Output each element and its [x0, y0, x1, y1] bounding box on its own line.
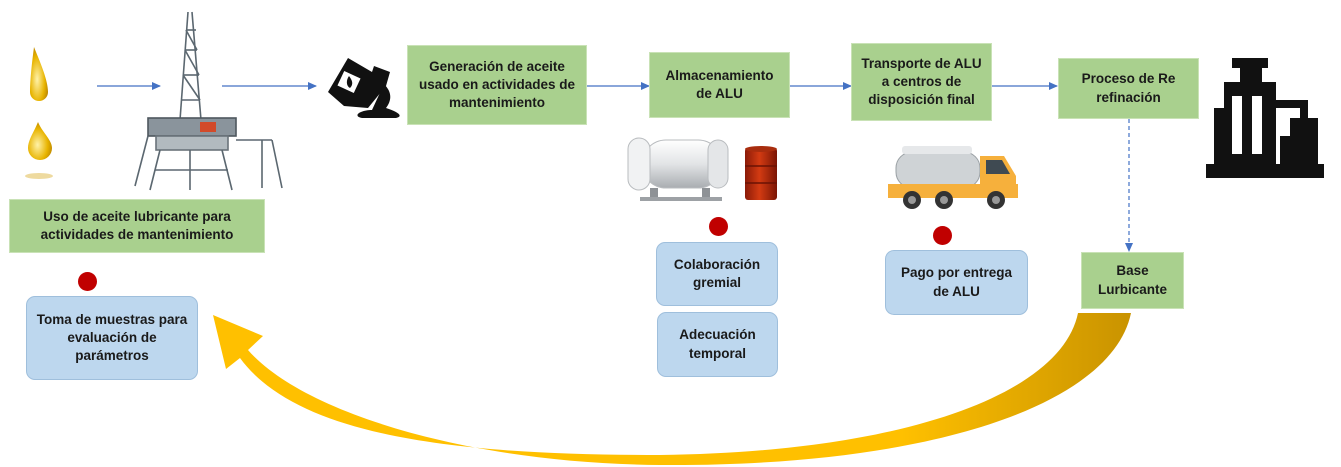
tanker-truck-icon: [888, 146, 1018, 209]
note-colaboracion: Colaboración gremial: [656, 242, 778, 306]
storage-tank-icon: [627, 137, 729, 201]
step-transporte: Transporte de ALU a centros de disposici…: [851, 43, 992, 121]
marker-dot: [78, 272, 97, 291]
marker-dot: [933, 226, 952, 245]
note-toma-label: Toma de muestras para evaluación de pará…: [36, 311, 188, 364]
note-pago-label: Pago por entrega de ALU: [900, 265, 1013, 299]
oil-spill-icon: [328, 58, 400, 118]
note-toma: Toma de muestras para evaluación de pará…: [26, 296, 198, 380]
drilling-rig-icon: [134, 11, 283, 191]
note-pago: Pago por entrega de ALU: [885, 250, 1028, 315]
note-adecuacion: Adecuación temporal: [657, 312, 778, 377]
note-colaboracion-label: Colaboración gremial: [673, 256, 761, 290]
step-generacion-label: Generación de aceite usado en actividade…: [418, 58, 576, 111]
step-proceso: Proceso de Re refinación: [1058, 58, 1199, 119]
step-proceso-label: Proceso de Re refinación: [1081, 71, 1176, 105]
step-base-label: Base Lurbicante: [1097, 263, 1167, 297]
step-generacion: Generación de aceite usado en actividade…: [407, 45, 587, 125]
step-almacenamiento: Almacenamiento de ALU: [649, 52, 790, 118]
step-transporte-label: Transporte de ALU a centros de disposici…: [861, 55, 982, 108]
oil-barrel-icon: [745, 146, 777, 200]
step-almacenamiento-label: Almacenamiento de ALU: [665, 67, 774, 101]
refinery-icon: [1206, 58, 1324, 178]
step-uso: Uso de aceite lubricante para actividade…: [9, 199, 265, 253]
marker-dot: [709, 217, 728, 236]
step-base: Base Lurbicante: [1081, 252, 1184, 309]
note-adecuacion-label: Adecuación temporal: [679, 327, 756, 361]
step-uso-label: Uso de aceite lubricante para actividade…: [40, 208, 234, 242]
oil-drops-icon: [25, 47, 53, 179]
